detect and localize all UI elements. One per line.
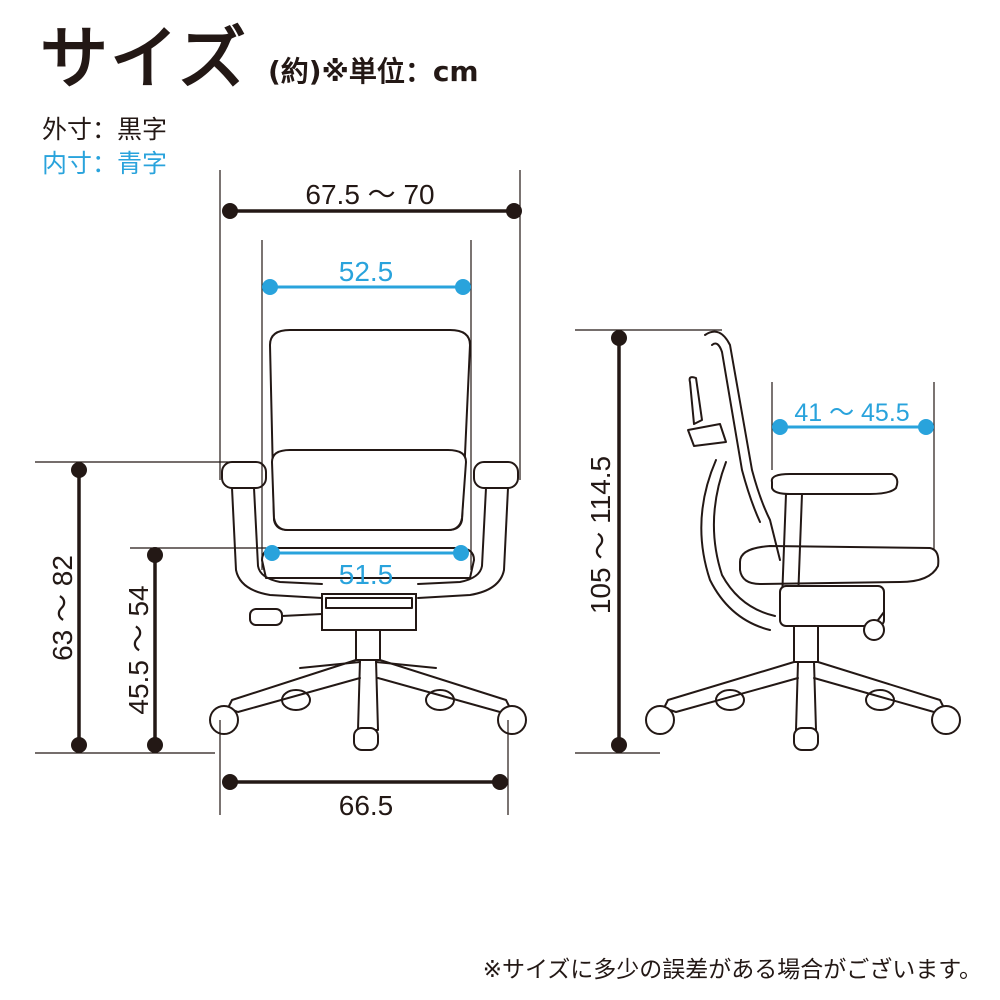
label-total-height: 105 ～ 114.5 [585,456,616,614]
side-caster-left [645,705,675,735]
label-base-width: 66.5 [339,790,394,821]
front-caster-left [209,705,239,735]
front-gas-cylinder [355,629,381,661]
front-caster-back-right [425,689,455,711]
label-seat-depth: 41 ～ 45.5 [794,399,909,427]
legend-inner: 内寸：青字 [42,149,168,178]
front-right-armrest-pad [473,461,519,489]
label-seat-width: 51.5 [339,559,394,590]
side-backrest-inner [711,342,761,523]
side-base-right [813,661,945,713]
side-backrest-adjuster [688,376,703,425]
front-left-arm-post [231,487,323,599]
label-overall-width: 67.5 ～ 70 [305,179,434,210]
front-base-back-right [375,661,437,669]
front-base-center [357,659,379,731]
front-left-arm-post-inner [253,487,323,585]
side-lumbar-bracket [687,423,727,447]
label-back-width: 52.5 [339,256,394,287]
front-caster-back-left [281,689,311,711]
front-height-lever [281,613,323,617]
footnote: ※サイズに多少の誤差がある場合がございます。 [482,957,982,983]
side-back-curve-inner [712,461,776,617]
dimension-seat-width: 51.5 [264,545,469,590]
front-base-left [227,659,361,713]
front-caster-right [497,705,527,735]
front-lever-knob [249,608,283,626]
front-caster-center [353,727,379,751]
side-mechanism [779,585,885,627]
front-right-arm-post-inner [417,487,487,585]
front-base-back-left [299,661,361,669]
side-armrest-pad [770,473,899,495]
legend-outer: 外寸：黒字 [42,115,168,144]
side-gas-cylinder [793,625,819,663]
dimension-base-width: 66.5 [222,774,508,821]
dimension-back-width: 52.5 [262,256,471,295]
dimension-seat-depth: 41 ～ 45.5 [772,399,934,435]
side-backrest-outer [704,330,781,561]
side-caster-center [793,727,819,751]
extension-lines [35,170,935,815]
front-mechanism-plate [325,597,413,609]
dimension-seat-height: 45.5 ～ 54 [123,547,163,753]
front-mechanism [321,593,417,631]
label-armrest-height: 63 ～ 82 [47,555,78,661]
side-back-curve [700,459,771,631]
front-lumbar-pad [270,449,468,531]
side-caster-back-left [715,689,745,711]
front-right-arm-post [417,487,509,599]
front-base-right [377,659,511,713]
front-view-chair [209,329,527,751]
side-base-left [663,661,799,713]
side-caster-back-right [865,689,895,711]
label-seat-height: 45.5 ～ 54 [123,585,154,714]
dimension-armrest-height: 63 ～ 82 [47,462,87,753]
side-view-chair [645,330,961,751]
side-seat [739,545,940,585]
front-left-armrest-pad [221,461,267,489]
side-caster-right [931,705,961,735]
page-title: サイズ [40,20,248,99]
unit-label: (約)※単位：cm [268,55,479,88]
side-lever-knob [863,619,885,641]
dimension-overall-width: 67.5 ～ 70 [222,179,522,219]
side-base-center [795,661,817,731]
dimension-total-height: 105 ～ 114.5 [585,330,627,753]
